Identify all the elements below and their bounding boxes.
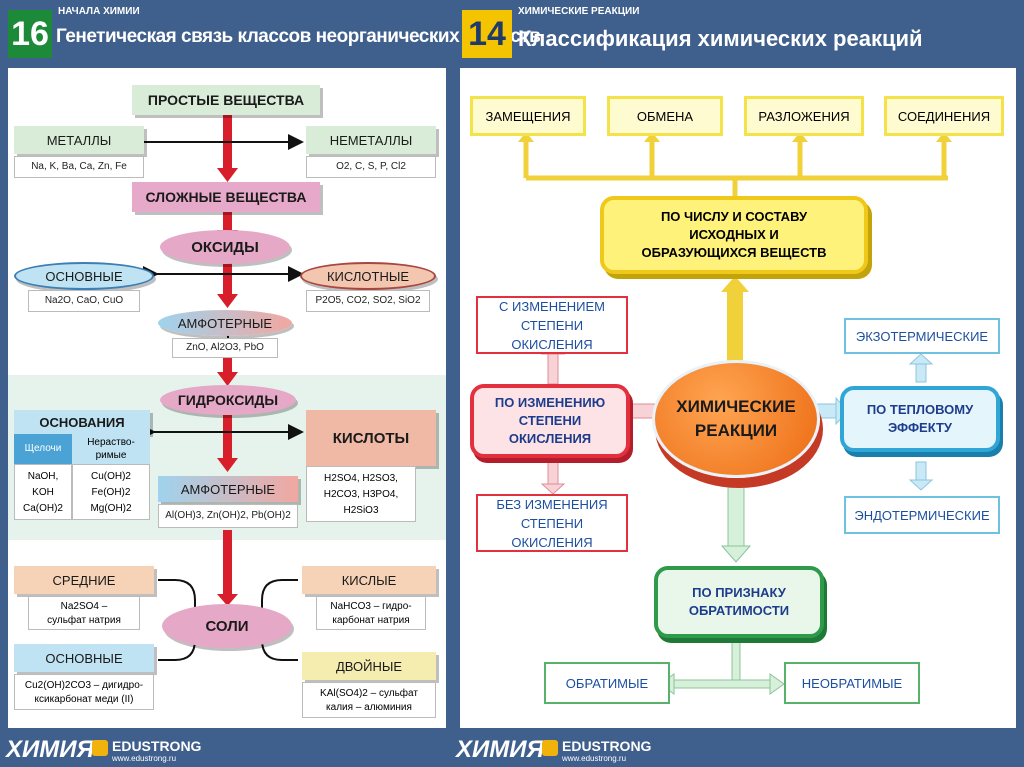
- left-header-number: 16: [8, 10, 52, 58]
- nonmetals-examples: O2, C, S, P, Cl2: [306, 156, 436, 178]
- footer-brand-left: ХИМИЯ: [6, 736, 95, 763]
- by-oxidation-change-box: ПО ИЗМЕНЕНИЮ СТЕПЕНИ ОКИСЛЕНИЯ: [470, 384, 630, 458]
- left-header-subtitle: НАЧАЛА ХИМИИ: [58, 6, 140, 17]
- simple-substances-box: ПРОСТЫЕ ВЕЩЕСТВА: [132, 85, 320, 115]
- footer-publisher-right: EDUSTRONG: [562, 738, 652, 754]
- acids-examples: H2SO4, H2SO3, H2CO3, H3PO4, H2SiO3: [306, 466, 416, 522]
- type-substitution: ЗАМЕЩЕНИЯ: [470, 96, 586, 136]
- acid-oxides-examples: P2O5, CO2, SO2, SiO2: [306, 290, 430, 312]
- exothermic-box: ЭКЗОТЕРМИЧЕСКИЕ: [844, 318, 1000, 354]
- double-salts-examples: KAl(SO4)2 – сульфат калия – алюминия: [302, 682, 436, 718]
- by-reversibility-box: ПО ПРИЗНАКУ ОБРАТИМОСТИ: [654, 566, 824, 638]
- type-combination: СОЕДИНЕНИЯ: [884, 96, 1004, 136]
- bases-box: ОСНОВАНИЯ: [14, 410, 150, 434]
- amphoteric-hydroxides-examples: Al(OH)3, Zn(OH)2, Pb(OH)2: [158, 504, 298, 528]
- chemical-reactions-center: ХИМИЧЕСКИЕ РЕАКЦИИ: [652, 360, 820, 478]
- metals-box: МЕТАЛЛЫ: [14, 126, 144, 154]
- footer-brand-right: ХИМИЯ: [456, 736, 545, 763]
- medium-salts-box: СРЕДНИЕ: [14, 566, 154, 594]
- footer-site-left: www.edustrong.ru: [112, 754, 177, 763]
- acid-oxides-ellipse: КИСЛОТНЫЕ: [300, 262, 436, 290]
- basic-salts-examples: Cu2(OH)2CO3 – дигидро- ксикарбонат меди …: [14, 674, 154, 710]
- without-oxidation-change-box: БЕЗ ИЗМЕНЕНИЯ СТЕПЕНИ ОКИСЛЕНИЯ: [476, 494, 628, 552]
- acidic-salts-box: КИСЛЫЕ: [302, 566, 436, 594]
- basic-oxides-examples: Na2O, CaO, CuO: [28, 290, 140, 312]
- acidic-salts-examples: NaHCO3 – гидро- карбонат натрия: [316, 596, 426, 630]
- metals-examples: Na, K, Ba, Ca, Zn, Fe: [14, 156, 144, 178]
- acids-box: КИСЛОТЫ: [306, 410, 436, 466]
- medium-salts-examples: Na2SO4 – сульфат натрия: [28, 596, 140, 630]
- right-footer: ХИМИЯ EDUSTRONG www.edustrong.ru: [452, 732, 1024, 767]
- double-salts-box: ДВОЙНЫЕ: [302, 652, 436, 680]
- footer-logo-right: [542, 740, 558, 756]
- with-oxidation-change-box: С ИЗМЕНЕНИЕМ СТЕПЕНИ ОКИСЛЕНИЯ: [476, 296, 628, 354]
- right-header-number: 14: [462, 10, 512, 58]
- basic-salts-box: ОСНОВНЫЕ: [14, 644, 154, 672]
- type-decomposition: РАЗЛОЖЕНИЯ: [744, 96, 864, 136]
- footer-logo-left: [92, 740, 108, 756]
- endothermic-box: ЭНДОТЕРМИЧЕСКИЕ: [844, 496, 1000, 534]
- by-number-composition-box: ПО ЧИСЛУ И СОСТАВУ ИСХОДНЫХ И ОБРАЗУЮЩИХ…: [600, 196, 868, 274]
- bases-column-1: Щелочи: [14, 434, 72, 464]
- amphoteric-oxides-ellipse: АМФОТЕРНЫЕ: [158, 310, 292, 336]
- basic-oxides-ellipse: ОСНОВНЫЕ: [14, 262, 154, 290]
- bases-examples-1: NaOH, KOH Ca(OH)2: [14, 464, 72, 520]
- right-header-subtitle: ХИМИЧЕСКИЕ РЕАКЦИИ: [518, 6, 640, 17]
- footer-publisher-left: EDUSTRONG: [112, 738, 202, 754]
- oxides-ellipse: ОКСИДЫ: [160, 230, 290, 264]
- salts-ellipse: СОЛИ: [162, 604, 292, 648]
- type-exchange: ОБМЕНА: [607, 96, 723, 136]
- left-footer: ХИМИЯ EDUSTRONG www.edustrong.ru: [0, 732, 452, 767]
- nonmetals-box: НЕМЕТАЛЛЫ: [306, 126, 436, 154]
- complex-substances-box: СЛОЖНЫЕ ВЕЩЕСТВА: [132, 182, 320, 212]
- amphoteric-hydroxides-box: АМФОТЕРНЫЕ: [158, 476, 298, 502]
- amphoteric-oxides-examples: ZnO, Al2O3, PbO: [172, 338, 278, 358]
- footer-site-right: www.edustrong.ru: [562, 754, 627, 763]
- hydroxides-ellipse: ГИДРОКСИДЫ: [160, 385, 296, 415]
- left-header-title: Генетическая связь классов неорганически…: [56, 26, 541, 47]
- reversible-box: ОБРАТИМЫЕ: [544, 662, 670, 704]
- right-header-title: Классификация химических реакций: [518, 26, 923, 51]
- bases-examples-2: Cu(OH)2 Fe(OH)2 Mg(OH)2: [72, 464, 150, 520]
- by-heat-effect-box: ПО ТЕПЛОВОМУ ЭФФЕКТУ: [840, 386, 1000, 452]
- irreversible-box: НЕОБРАТИМЫЕ: [784, 662, 920, 704]
- bases-column-2: Нераство- римые: [72, 434, 150, 464]
